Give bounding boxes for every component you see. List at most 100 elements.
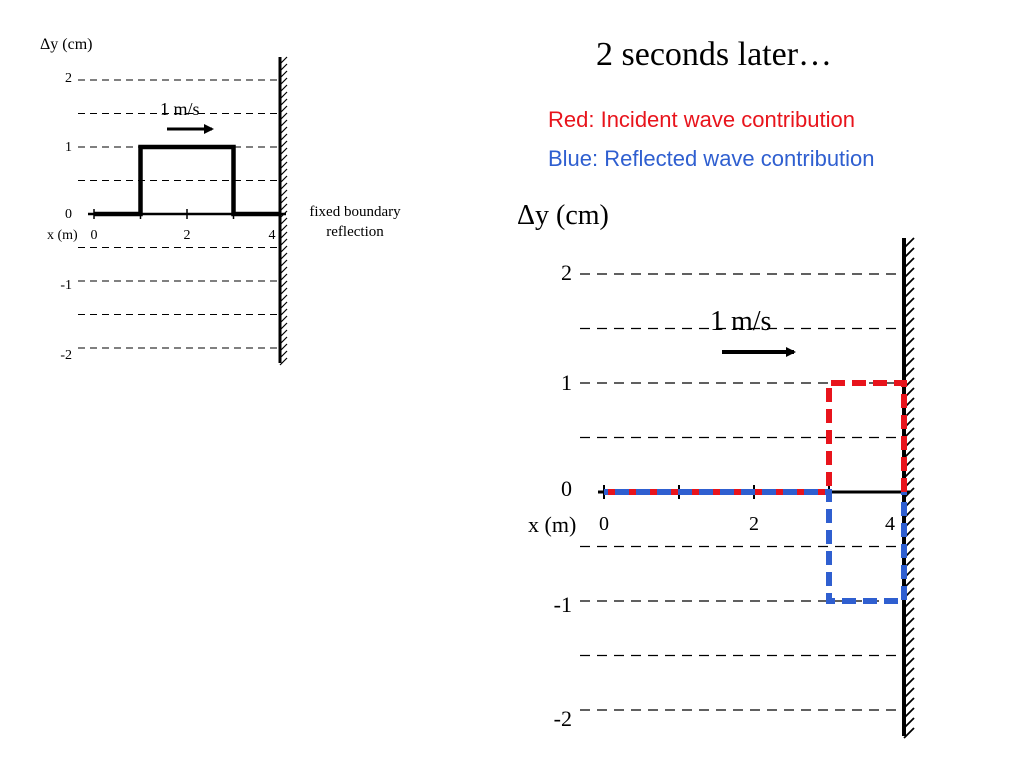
- right-wall-hatch: [903, 667, 915, 679]
- reflected-wave-contribution: [604, 489, 907, 604]
- right-wall-hatch: [903, 277, 915, 289]
- left-wall-hatch: [279, 259, 288, 268]
- right-wall-hatch: [903, 247, 915, 259]
- right-wall-hatch: [903, 617, 915, 629]
- right-y-tick-label: 2: [561, 260, 572, 285]
- right-wall-hatch: [903, 447, 915, 459]
- left-wall-hatch: [279, 161, 288, 170]
- right-x-tick-label: 2: [749, 513, 759, 535]
- left-wall-hatch: [279, 98, 288, 107]
- boundary-label-line-1: fixed boundary: [309, 204, 401, 220]
- left-wall-hatch: [279, 357, 288, 366]
- right-wall-hatch: [903, 357, 915, 369]
- right-wall-hatch: [903, 297, 915, 309]
- left-wall-hatch: [279, 168, 288, 177]
- left-wall-hatch: [279, 350, 288, 359]
- right-wall-hatch: [903, 707, 915, 719]
- right-x-tick-label: 4: [885, 513, 895, 535]
- left-x-axis-label: x (m): [47, 228, 78, 243]
- right-y-tick-label: -1: [554, 592, 572, 617]
- left-wall-hatch: [279, 84, 288, 93]
- right-y-tick-label: 0: [561, 476, 572, 501]
- left-wall-hatch: [279, 140, 288, 149]
- right-wall-hatch: [903, 487, 915, 499]
- left-y-tick-label: -2: [60, 348, 72, 363]
- right-gridlines: [580, 273, 904, 711]
- right-wall-hatch: [903, 337, 915, 349]
- left-speed-label: 1 m/s: [160, 99, 200, 119]
- left-y-tick-label: -1: [60, 278, 72, 293]
- right-wall-hatch: [903, 727, 915, 739]
- left-wall-hatch: [279, 147, 288, 156]
- left-wall-hatch: [279, 224, 288, 233]
- left-wall-hatch: [279, 133, 288, 142]
- left-wall-hatch: [279, 322, 288, 331]
- right-wall-hatch: [903, 627, 915, 639]
- left-gridlines: [78, 79, 280, 349]
- right-wall-hatch: [903, 367, 915, 379]
- right-speed-label: 1 m/s: [710, 306, 771, 337]
- left-wall-hatch: [279, 77, 288, 86]
- right-wall-hatch: [903, 347, 915, 359]
- left-wall-hatch: [279, 301, 288, 310]
- right-wall-hatch: [903, 717, 915, 729]
- left-wall-hatch: [279, 231, 288, 240]
- left-wall-hatch: [279, 126, 288, 135]
- left-wall-hatch: [279, 91, 288, 100]
- right-wall-hatch: [903, 317, 915, 329]
- left-wall-hatch: [279, 196, 288, 205]
- right-wall-hatch: [903, 267, 915, 279]
- right-y-tick-label: -2: [554, 706, 572, 731]
- left-wall-hatch: [279, 336, 288, 345]
- right-wall-hatch: [903, 467, 915, 479]
- right-wall-hatch: [903, 287, 915, 299]
- left-fixed-boundary-wall: [278, 56, 288, 366]
- left-wall-hatch: [279, 154, 288, 163]
- right-y-tick-label: 1: [561, 370, 572, 395]
- legend-reflected: Blue: Reflected wave contribution: [548, 146, 875, 171]
- left-wall-hatch: [279, 252, 288, 261]
- left-wall-hatch: [279, 189, 288, 198]
- left-wall-hatch: [279, 63, 288, 72]
- left-wall-hatch: [279, 112, 288, 121]
- initial-pulse: [94, 144, 280, 217]
- boundary-label-line-2: reflection: [326, 224, 384, 240]
- left-wall-hatch: [279, 287, 288, 296]
- right-wall-hatch: [903, 637, 915, 649]
- left-wall-hatch: [279, 175, 288, 184]
- left-x-tick-label: 0: [91, 228, 98, 243]
- right-wall-hatch: [903, 237, 915, 249]
- initial-pulse-diagram: Δy (cm) x (m) 1 m/s fixed boundary refle…: [40, 36, 401, 366]
- right-x-axis-label: x (m): [528, 512, 576, 537]
- right-wall-hatch: [903, 687, 915, 699]
- left-wall-hatch: [279, 308, 288, 317]
- right-wall-hatch: [903, 657, 915, 669]
- left-wall-hatch: [279, 315, 288, 324]
- left-wall-hatch: [279, 245, 288, 254]
- left-y-axis-label: Δy (cm): [40, 36, 93, 53]
- left-y-tick-label: 1: [65, 140, 72, 155]
- left-wall-hatch: [279, 266, 288, 275]
- left-wall-hatch: [279, 210, 288, 219]
- right-x-tick-label: 0: [599, 513, 609, 535]
- left-wall-hatch: [279, 280, 288, 289]
- right-wall-hatch: [903, 697, 915, 709]
- left-y-tick-label: 2: [65, 71, 72, 86]
- left-wall-hatch: [279, 329, 288, 338]
- right-wall-hatch: [903, 597, 915, 609]
- left-wall-hatch: [279, 217, 288, 226]
- legend-incident: Red: Incident wave contribution: [548, 107, 855, 132]
- later-pulse-diagram: Δy (cm) x (m) 1 m/s 2 1 0 -1 -2 0 2 4: [517, 200, 915, 739]
- left-y-tick-label: 0: [65, 207, 72, 222]
- left-wall-hatch: [279, 294, 288, 303]
- left-wall-hatch: [279, 70, 288, 79]
- right-wall-hatch: [903, 257, 915, 269]
- left-wall-hatch: [279, 56, 288, 65]
- left-wall-hatch: [279, 343, 288, 352]
- right-wall-hatch: [903, 607, 915, 619]
- left-wall-hatch: [279, 273, 288, 282]
- right-wall-hatch: [903, 677, 915, 689]
- left-wall-hatch: [279, 203, 288, 212]
- left-wall-hatch: [279, 182, 288, 191]
